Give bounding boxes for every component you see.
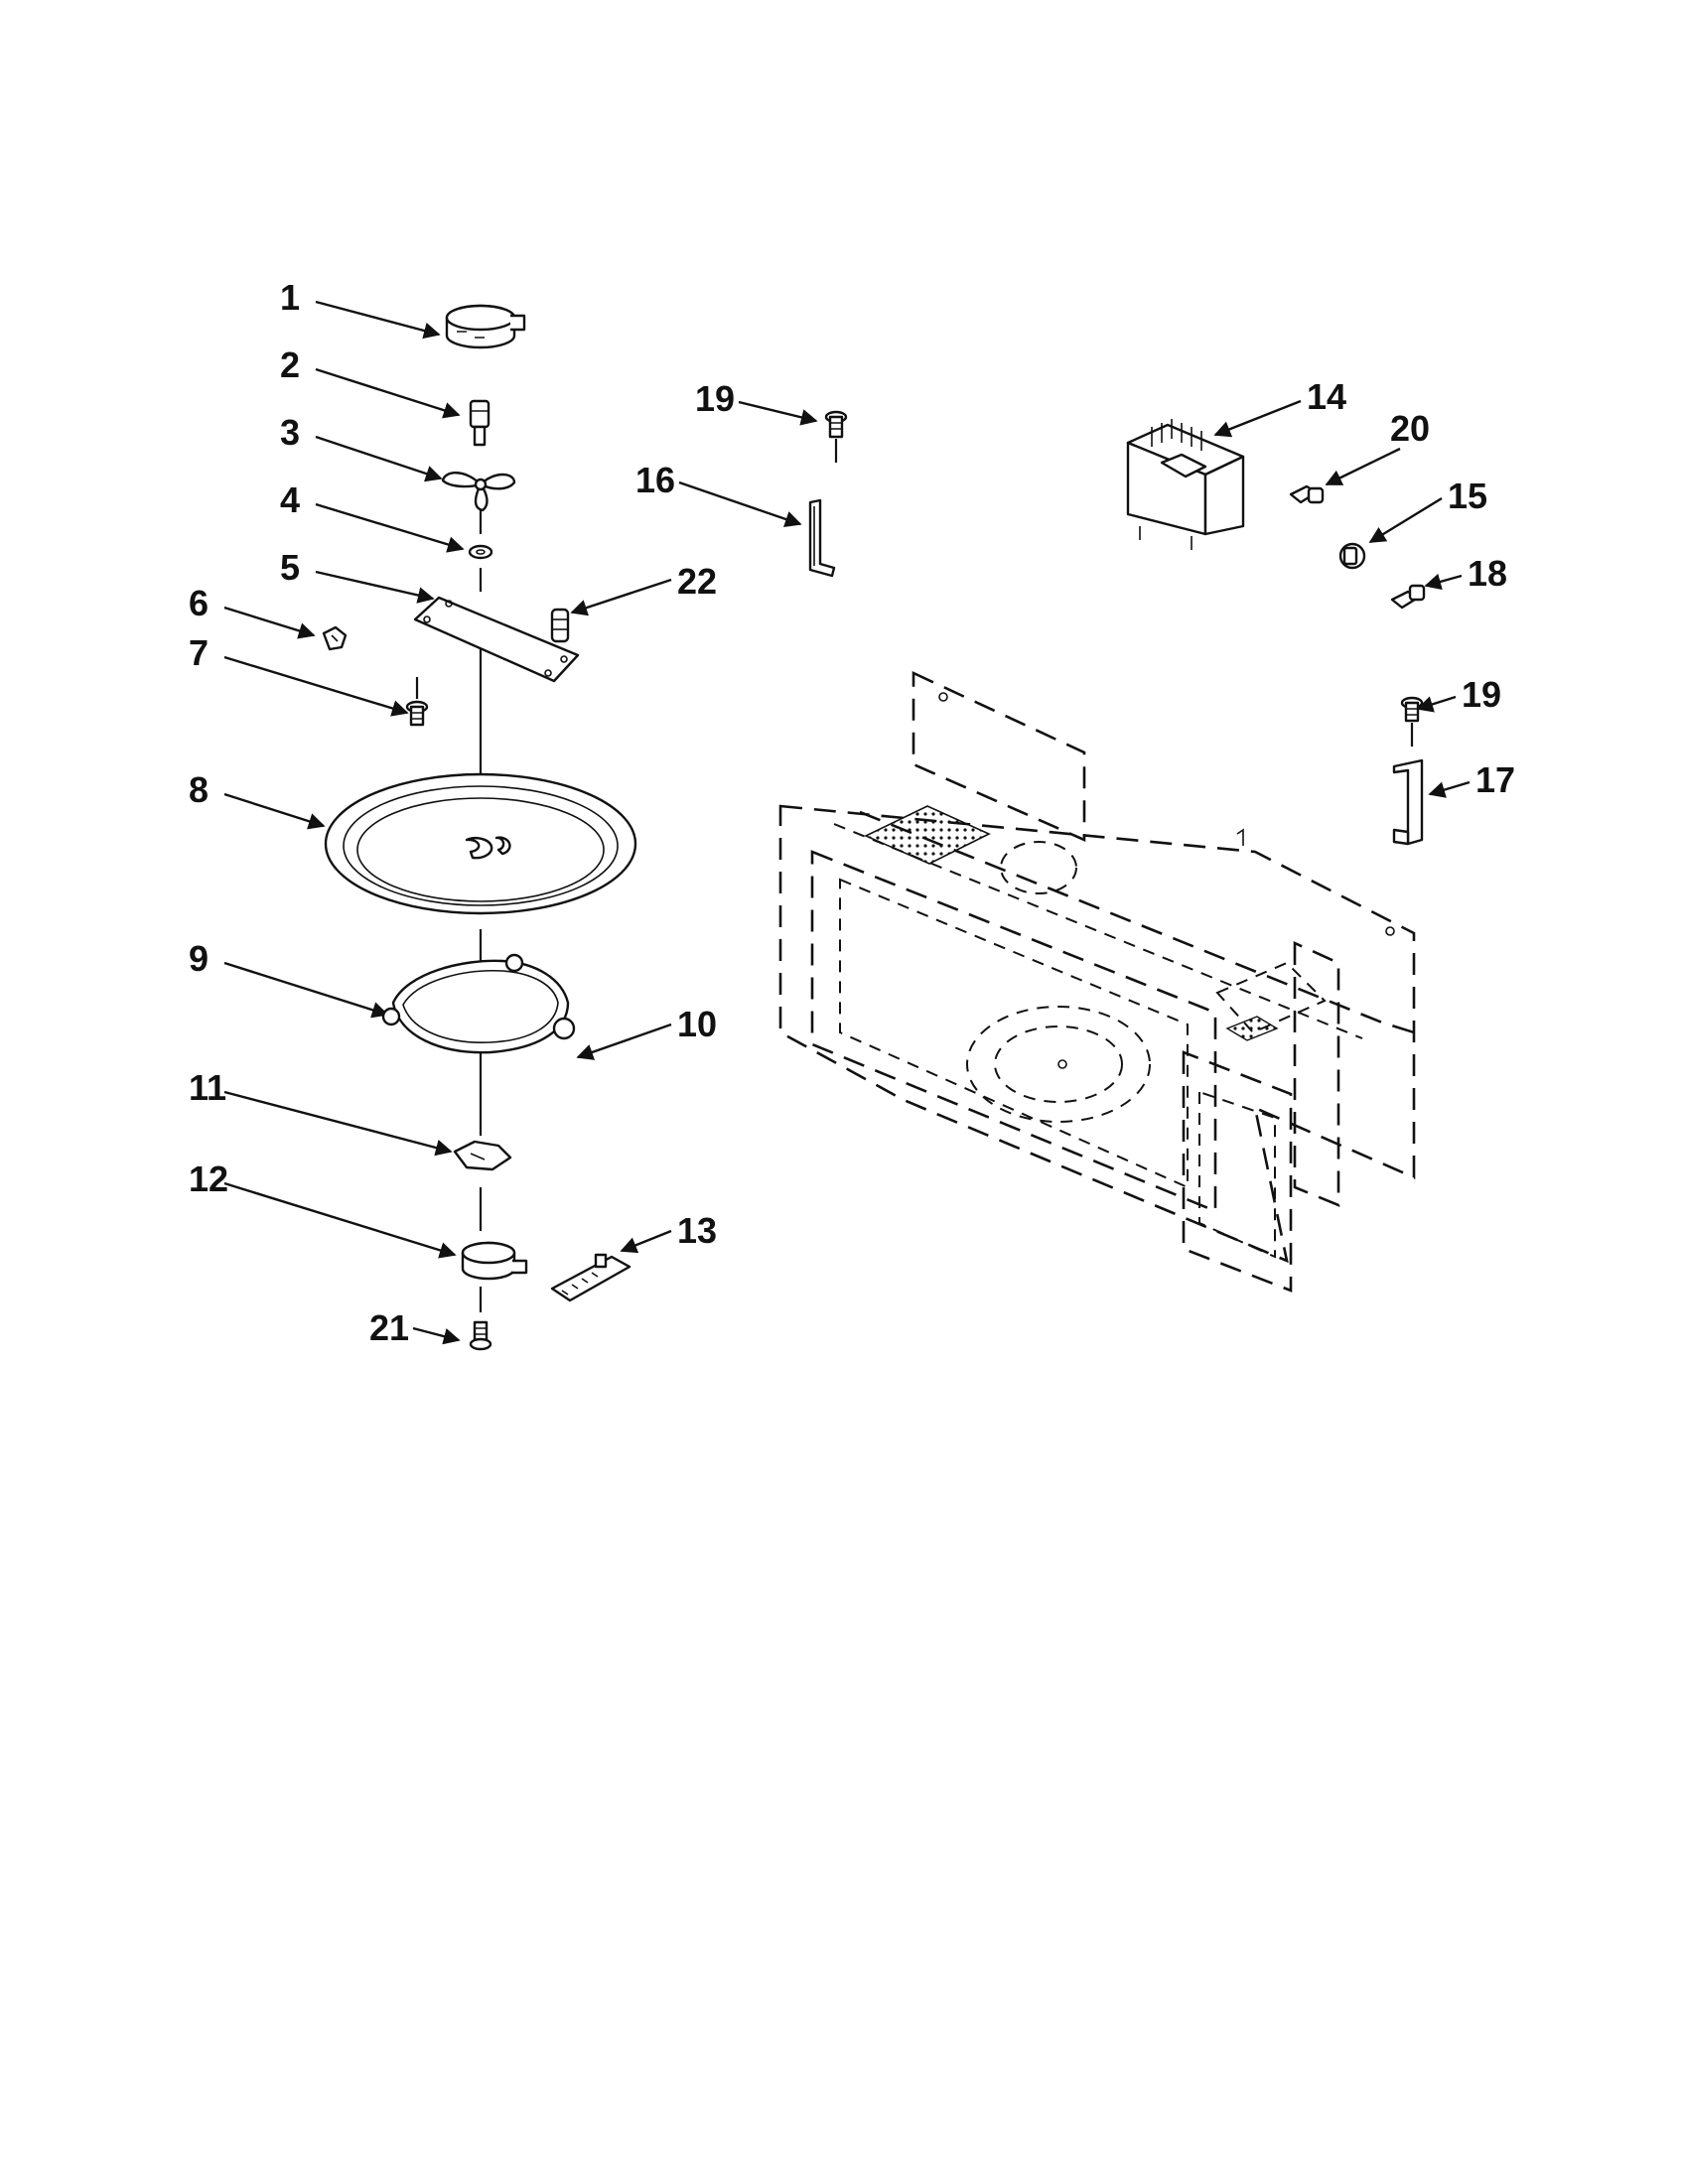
clip-part-6	[322, 625, 348, 651]
sensor-part-15	[1338, 542, 1366, 570]
leader-20	[1325, 447, 1401, 486]
leader-7	[223, 655, 409, 717]
callout-22: 22	[677, 561, 717, 602]
leader-8	[223, 792, 326, 830]
leader-5	[315, 570, 435, 604]
screw-part-20	[1289, 484, 1325, 504]
leader-13	[620, 1229, 672, 1254]
callout-9: 9	[189, 938, 209, 979]
leader-15	[1368, 496, 1443, 544]
leader-9	[223, 961, 389, 1019]
spacer-part-22	[550, 608, 570, 643]
callout-7: 7	[189, 632, 209, 673]
screw-part-7	[405, 700, 429, 727]
leader-19-right	[1416, 695, 1457, 713]
callout-11: 11	[189, 1067, 226, 1108]
leader-2	[315, 367, 461, 419]
callout-14: 14	[1307, 376, 1346, 417]
motor-part-12	[461, 1241, 528, 1281]
callout-17: 17	[1475, 759, 1515, 800]
callout-18: 18	[1468, 553, 1507, 594]
leader-12	[223, 1181, 457, 1259]
leader-11	[223, 1090, 453, 1157]
leader-3	[315, 435, 443, 482]
callout-2: 2	[280, 344, 300, 385]
leader-lines	[223, 300, 1471, 1345]
callout-4: 4	[280, 479, 300, 520]
leader-6	[223, 606, 316, 639]
coupler-part-2	[469, 399, 491, 447]
leader-19-top	[738, 400, 818, 426]
leader-18	[1424, 573, 1463, 591]
callout-21: 21	[369, 1307, 409, 1348]
bracket-part-16	[808, 498, 836, 578]
callout-8: 8	[189, 769, 209, 810]
tray-part-8	[324, 772, 637, 915]
bracket-part-17	[1392, 758, 1424, 846]
callout-6: 6	[189, 583, 209, 623]
cabinet-outline	[778, 670, 1416, 1293]
fan-blade-part-3	[441, 472, 516, 512]
callout-20: 20	[1390, 408, 1430, 449]
motor-part-1	[445, 304, 526, 349]
washer-part-4	[468, 544, 493, 560]
leader-21	[412, 1326, 461, 1345]
callout-19-top: 19	[695, 378, 735, 419]
callout-labels: 1 2 3 4 5 22 6 7 8 9 10 11 12 13 21 19 1…	[189, 277, 1515, 1348]
callout-3: 3	[280, 412, 300, 453]
callout-1: 1	[280, 277, 300, 318]
callout-19-right: 19	[1462, 674, 1501, 715]
callout-5: 5	[280, 547, 300, 588]
screw-part-21	[469, 1320, 492, 1351]
leader-16	[678, 480, 802, 528]
transformer-part-14	[1126, 419, 1245, 550]
callout-10: 10	[677, 1004, 717, 1044]
leader-10	[576, 1023, 672, 1060]
callout-16: 16	[635, 460, 675, 500]
board-part-13	[550, 1253, 632, 1302]
leader-22	[570, 578, 672, 616]
screw-part-19-right	[1400, 696, 1424, 723]
leader-14	[1213, 399, 1302, 438]
screw-part-18	[1390, 584, 1426, 610]
screw-part-19-top	[824, 410, 848, 439]
coupler-part-11	[453, 1140, 512, 1171]
plate-part-5	[413, 596, 580, 683]
callout-13: 13	[677, 1210, 717, 1251]
roller-ring-part-9	[381, 953, 576, 1054]
leader-4	[315, 502, 465, 553]
callout-15: 15	[1448, 476, 1487, 516]
leader-1	[315, 300, 441, 340]
leader-17	[1428, 780, 1471, 798]
callout-12: 12	[189, 1159, 228, 1199]
